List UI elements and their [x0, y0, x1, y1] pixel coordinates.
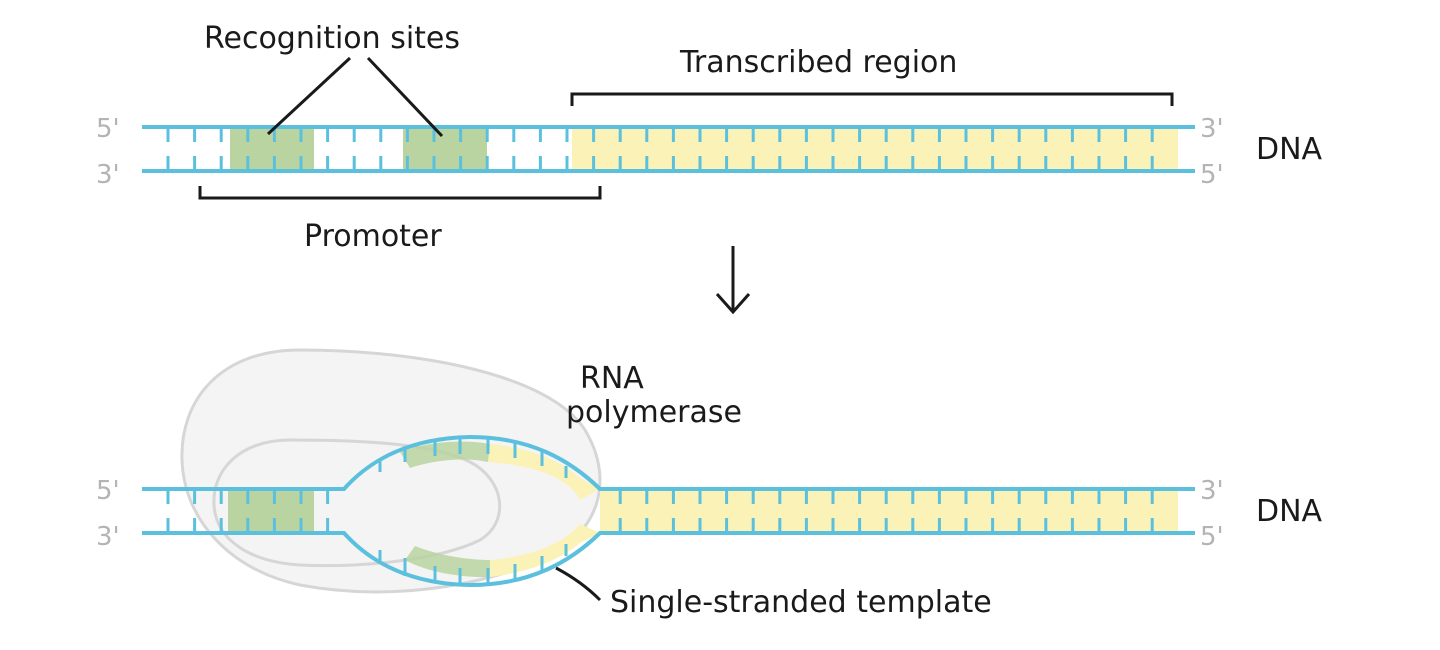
prime-label-bottom-right-upper: 3': [1200, 476, 1224, 506]
bubble-upper-green-band: [400, 441, 490, 468]
template-pointer: [555, 566, 602, 602]
bottom-upper-strand: [142, 434, 1195, 491]
promoter-bracket: [198, 186, 602, 200]
rna-polymerase-label-line1: RNA: [580, 361, 644, 396]
prime-label-top-right-lower: 5': [1200, 160, 1224, 190]
bottom-transcribed-region-fill: [600, 489, 1178, 533]
bottom-lower-strand: [142, 531, 1195, 588]
transcribed-region-label: Transcribed region: [679, 45, 957, 80]
prime-label-top-right-upper: 3': [1200, 114, 1224, 144]
prime-label-top-left-lower: 3': [96, 160, 120, 190]
rna-polymerase-label-line2: polymerase: [566, 395, 742, 430]
transcribed-region-bracket: [570, 92, 1174, 106]
prime-label-bottom-right-lower: 5': [1200, 522, 1224, 552]
recognition-sites-label: Recognition sites: [204, 21, 460, 56]
dna-label-bottom: DNA: [1256, 494, 1323, 529]
recognition-pointer-1: [266, 56, 352, 136]
top-dna-duplex: [142, 125, 1195, 173]
bottom-dna-duplex: [142, 434, 1195, 588]
recognition-pointer-2: [366, 56, 444, 138]
promoter-label: Promoter: [304, 219, 442, 254]
recognition-site-2: [403, 127, 487, 171]
prime-label-top-left-upper: 5': [96, 114, 120, 144]
bubble-lower-yellow-band: [490, 524, 600, 577]
prime-label-bottom-left-lower: 3': [96, 522, 120, 552]
prime-label-bottom-left-upper: 5': [96, 476, 120, 506]
bottom-base-pair-rungs: [166, 489, 1154, 533]
transcribed-region-fill: [572, 127, 1178, 171]
bubble-lower-green-band: [405, 546, 490, 578]
dna-label-top: DNA: [1256, 132, 1323, 167]
single-stranded-template-label: Single-stranded template: [610, 585, 992, 620]
down-arrow-icon: [715, 246, 751, 315]
